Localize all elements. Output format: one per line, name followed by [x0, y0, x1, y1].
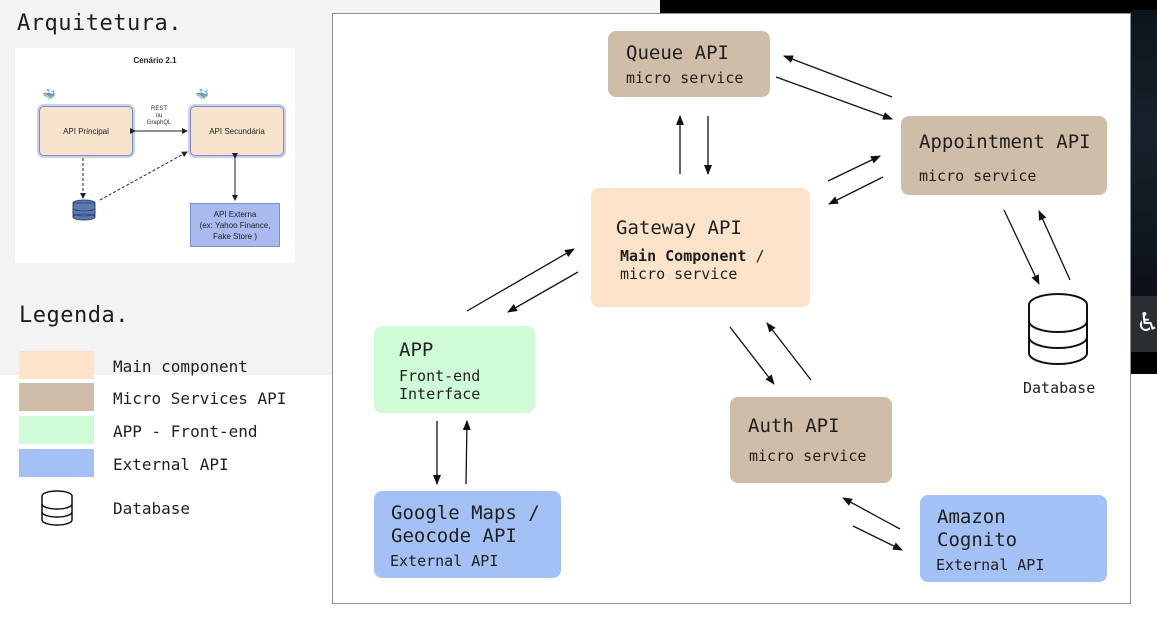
queue-api-node: Queue API micro service: [608, 31, 770, 97]
appointment-api-node: Appointment API micro service: [901, 116, 1107, 195]
docker-icon: 🐳: [42, 88, 56, 101]
docker-icon: 🐳: [195, 88, 209, 101]
app-node: APP Front-end Interface: [374, 326, 535, 413]
api-externa-box: API Externa (ex: Yahoo Finance, Fake Sto…: [190, 203, 280, 247]
arrow-gateway-to-auth: [729, 326, 775, 385]
database-label: Database: [1023, 379, 1096, 397]
auth-api-node: Auth API micro service: [730, 397, 892, 483]
legend-label: APP - Front-end: [113, 422, 258, 441]
arrow-appointment-to-database: [1003, 209, 1040, 285]
rest-label: REST ou GraphQL: [146, 106, 172, 126]
arrow-appointment-to-gateway: [828, 176, 884, 205]
api-principal-box: API Principal: [39, 106, 133, 156]
node-title: Google Maps /: [391, 502, 540, 524]
database-icon: [41, 490, 73, 526]
legend-swatch: [19, 383, 94, 411]
arrow-auth-to-gateway: [766, 322, 812, 381]
legend-swatch: [19, 351, 94, 379]
node-title: Gateway API: [616, 217, 742, 239]
gateway-api-node: Gateway API Main Component / micro servi…: [591, 188, 810, 307]
arrow-gateway-to-app: [507, 271, 579, 313]
node-title: Appointment API: [919, 131, 1091, 153]
api-secundaria-box: API Secundária: [190, 106, 284, 156]
node-title: Amazon: [937, 506, 1006, 528]
database-icon: [1028, 293, 1088, 365]
legend-label: Main component: [113, 357, 248, 376]
node-title: Auth API: [748, 415, 840, 437]
arrow-appointment-to-queue: [783, 55, 893, 98]
node-subtitle: External API: [390, 552, 499, 570]
main-component-label: Main Component: [620, 247, 747, 265]
scenario-title: Cenário 2.1: [133, 56, 177, 65]
node-title: Cognito: [937, 529, 1018, 551]
arrow-auth-to-cognito: [852, 525, 903, 551]
legend-swatch: [19, 449, 94, 477]
node-subtitle: micro service: [626, 69, 744, 87]
legend-label: Database: [113, 499, 191, 518]
arrow-gateway-to-appointment: [827, 155, 881, 182]
arrow-google-to-app: [462, 420, 471, 485]
arrow-database-to-appointment: [1038, 210, 1071, 281]
node-title: APP: [399, 339, 434, 361]
node-subtitle: micro service: [749, 447, 867, 465]
node-title: Geocode API: [391, 525, 517, 547]
database-icon: [72, 199, 96, 221]
arrow-queue-to-appointment: [775, 76, 893, 120]
accessibility-tab[interactable]: ♿: [1130, 296, 1157, 352]
node-subtitle: External API: [936, 556, 1045, 574]
node-title: Queue API: [626, 42, 729, 64]
node-subtitle-main: Main Component /: [620, 247, 765, 265]
video-strip: [1130, 10, 1157, 310]
legend-item-main: Main component: [19, 351, 319, 381]
node-subtitle: Front-end: [399, 367, 481, 385]
arrow-cognito-to-auth: [842, 497, 901, 530]
db-secondary-arrow: [99, 151, 188, 201]
separator: /: [746, 247, 765, 265]
legend-label: Micro Services API: [113, 389, 287, 408]
architecture-title: Arquitetura.: [17, 11, 182, 36]
scenario-thumbnail: Cenário 2.1 🐳 🐳 API Principal API Secund…: [15, 48, 295, 263]
amazon-cognito-node: Amazon Cognito External API: [920, 495, 1107, 582]
node-subtitle: micro service: [919, 167, 1037, 185]
google-maps-node: Google Maps / Geocode API External API: [374, 491, 561, 578]
legend-swatch: [19, 416, 94, 444]
legend-item-micro: Micro Services API: [19, 383, 319, 413]
legend-item-external: External API: [19, 449, 319, 479]
node-subtitle: micro service: [620, 265, 738, 283]
scenario-connectors: [72, 128, 238, 221]
accessibility-icon: ♿: [1136, 308, 1157, 338]
legend-item-database: Database: [19, 490, 319, 526]
legend-item-app: APP - Front-end: [19, 416, 319, 446]
legend-label: External API: [113, 455, 229, 474]
legend-title: Legenda.: [19, 303, 129, 328]
node-subtitle: Interface: [399, 385, 481, 403]
arrow-app-to-gateway: [466, 248, 575, 312]
